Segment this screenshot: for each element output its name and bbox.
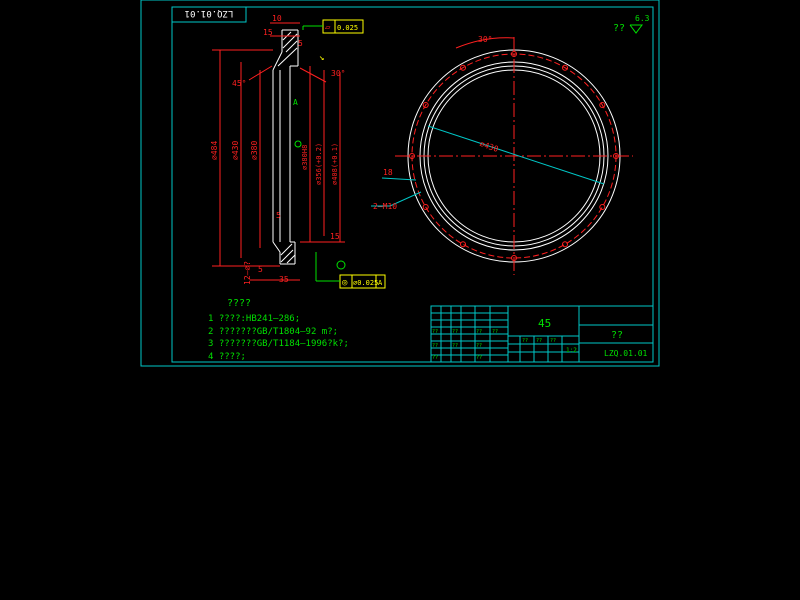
- title-block-cell-label: ??: [536, 338, 542, 344]
- bolt-hole: [460, 241, 466, 248]
- title-block-cell-label: ??: [476, 329, 482, 335]
- hatch-line: [277, 47, 298, 67]
- note-item: 3 ???????GB/T1184–1996?k?;: [208, 339, 349, 349]
- flatness-value: 0.025: [337, 24, 358, 32]
- bolt-hole: [460, 64, 466, 71]
- section-outline: [272, 241, 281, 253]
- inner-dim-356: ⌀356(+0.2): [315, 143, 323, 185]
- outer-frame: [140, 0, 660, 367]
- plan-view: ⌀430 30° 2–M10 18: [371, 35, 633, 275]
- plan-angle-label: 30°: [478, 35, 492, 44]
- datum-marker-icon: [336, 260, 346, 270]
- technical-notes: ???? 1 ????:HB241–286; 2 ???????GB/T1804…: [208, 298, 349, 362]
- diameter-leader: [427, 125, 605, 185]
- bottom-dim-35: 35: [279, 275, 289, 284]
- bolt-hole: [613, 153, 619, 159]
- roughness-value: 6.3: [635, 14, 650, 23]
- hatch-line: [286, 254, 296, 264]
- bolt-hole: [562, 64, 568, 71]
- plan-circle-dim: ⌀430: [478, 139, 499, 154]
- bolt-hole: [562, 241, 568, 248]
- plan-depth: 18: [383, 168, 393, 177]
- hole-leader: [371, 191, 422, 207]
- title-block-cell-label: ??: [492, 329, 498, 335]
- hatch-line: [280, 249, 294, 263]
- top-dim-10: 10: [272, 14, 282, 23]
- datum-marker-icon: [294, 140, 302, 148]
- dim-line: [248, 65, 273, 81]
- top-dim-5b: 5: [276, 211, 281, 220]
- inner-dim-380h8: ⌀380H8: [301, 145, 309, 170]
- roughness-prefix: ??: [613, 23, 625, 34]
- roughness-triangle-icon: [629, 24, 643, 34]
- bolt-hole: [422, 204, 429, 210]
- bolt-hole: [511, 255, 517, 261]
- drawing-number-stamp: LZQ.01.01: [171, 6, 247, 23]
- title-block-scale: 1:2: [566, 347, 577, 354]
- hole-callout: 2–M10: [373, 202, 397, 211]
- inner-frame: [171, 6, 654, 363]
- top-dim-5a: 5: [298, 39, 303, 48]
- section-view: 10 15 5 5 45° 30° ⌀484 ⌀430 ⌀380 ⌀380H8 …: [210, 14, 386, 289]
- notes-title: ????: [227, 298, 251, 309]
- runout-value: ⌀0.025: [353, 279, 378, 287]
- dim-line: [299, 67, 327, 83]
- angle-30: 30°: [331, 69, 345, 78]
- bolt-hole: [409, 153, 415, 159]
- angle-45: 45°: [232, 79, 246, 88]
- depth-leader: [381, 177, 417, 181]
- bolt-hole: [422, 102, 429, 108]
- top-dim-15: 15: [263, 28, 273, 37]
- note-item: 2 ???????GB/T1804–92 m?;: [208, 327, 338, 337]
- title-block-cell-label: ??: [550, 338, 556, 344]
- title-block-cell-label: ??: [476, 355, 482, 361]
- title-block-small-cells: ????????????????????????: [432, 329, 556, 361]
- drawing-number-stamp-text: LZQ.01.01: [185, 8, 234, 18]
- title-block-material: 45: [538, 317, 551, 330]
- title-block-cell-label: ??: [522, 338, 528, 344]
- vdim-380: ⌀380: [250, 141, 259, 160]
- note-item: 1 ????:HB241–286;: [208, 314, 300, 324]
- title-block-cell-label: ??: [452, 329, 458, 335]
- title-block-cell-label: ??: [432, 355, 438, 361]
- title-block-cell-label: ??: [432, 329, 438, 335]
- view-indicator-arrow-icon: ↘: [319, 53, 324, 63]
- runout-symbol-icon: ◎: [342, 278, 348, 288]
- bolt-hole: [511, 51, 517, 57]
- hatch-line: [280, 243, 293, 256]
- bolt-hole-group: [409, 51, 619, 261]
- bolt-hole: [599, 102, 606, 108]
- runout-datum: A: [378, 279, 383, 287]
- bottom-dim-holes: 12–⌀?: [243, 261, 252, 285]
- angle-arc: [455, 37, 515, 49]
- inner-dim-408: ⌀408(+0.1): [331, 143, 339, 185]
- bottom-dim-15: 15: [330, 232, 340, 241]
- title-block-drawing-no: LZQ.01.01: [604, 349, 648, 358]
- title-block-cell-label: ??: [432, 343, 438, 349]
- note-item: 4 ????;: [208, 352, 246, 362]
- title-block-cell-label: ??: [476, 343, 482, 349]
- datum-letter: A: [293, 98, 298, 107]
- hatch-line: [285, 40, 298, 53]
- bolt-hole: [599, 204, 606, 210]
- flatness-tolerance-frame: ▱ 0.025: [302, 19, 364, 34]
- vdim-484: ⌀484: [210, 141, 219, 160]
- vdim-430: ⌀430: [231, 141, 240, 160]
- roughness-symbol: ?? 6.3: [613, 14, 650, 34]
- flatness-symbol-icon: ▱: [325, 23, 331, 33]
- runout-tolerance-frame: ◎ ⌀0.025 A: [315, 252, 386, 289]
- title-block-cell-label: ??: [452, 343, 458, 349]
- bottom-dim-5: 5: [258, 265, 263, 274]
- section-outline: [272, 51, 283, 71]
- title-block: [430, 305, 654, 363]
- title-block-name: ??: [611, 330, 623, 341]
